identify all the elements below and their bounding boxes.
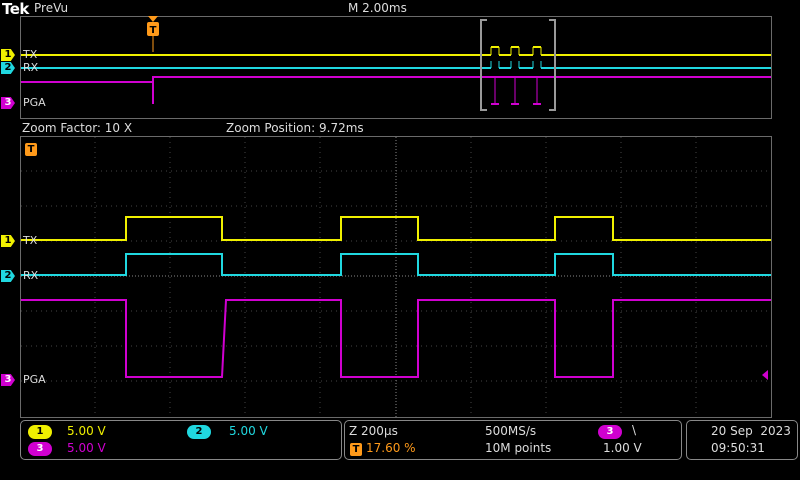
overview-ch2-marker[interactable]: 2 bbox=[1, 62, 15, 74]
overview-waveform-panel[interactable] bbox=[20, 16, 772, 119]
zoom-pga-trace bbox=[21, 299, 771, 378]
ch2-scale-badge[interactable]: 2 bbox=[187, 425, 211, 439]
overview-pga-trace bbox=[21, 76, 771, 104]
overview-ch3-marker[interactable]: 3 bbox=[1, 97, 15, 109]
overview-ch1-marker[interactable]: 1 bbox=[1, 49, 15, 61]
date: 20 Sep 2023 bbox=[711, 424, 791, 438]
brand-logo: Tek bbox=[2, 0, 29, 18]
trigger-level: 1.00 V bbox=[603, 441, 642, 455]
zoom-ch3-marker[interactable]: 3 bbox=[1, 374, 15, 386]
trigger-position: 17.60 % bbox=[366, 441, 416, 455]
svg-text:T: T bbox=[150, 25, 157, 36]
zoom-ch2-marker[interactable]: 2 bbox=[1, 270, 15, 282]
horizontal-trigger-box[interactable]: Z 200µs T 17.60 % 500MS/s 10M points 3 \… bbox=[344, 420, 682, 460]
overview-ch1-name: TX bbox=[23, 48, 38, 61]
zoom-trigger-marker[interactable]: T bbox=[25, 143, 37, 156]
zoom-window-bracket[interactable] bbox=[480, 19, 556, 111]
overview-trigger-marker[interactable]: T bbox=[147, 16, 159, 52]
zoom-ch2-name: RX bbox=[23, 269, 39, 282]
ch1-scale: 5.00 V bbox=[67, 424, 106, 438]
ch3-scale-badge[interactable]: 3 bbox=[28, 442, 52, 456]
zoom-timebase: Z 200µs bbox=[349, 424, 398, 438]
datetime-box[interactable]: 20 Sep 2023 09:50:31 bbox=[686, 420, 798, 460]
zoom-rx-trace bbox=[21, 253, 771, 276]
main-timebase[interactable]: M 2.00ms bbox=[348, 1, 407, 15]
ch3-scale: 5.00 V bbox=[67, 441, 106, 455]
ch1-scale-badge[interactable]: 1 bbox=[28, 425, 52, 439]
overview-ch3-name: PGA bbox=[23, 96, 46, 109]
zoom-factor: Zoom Factor: 10 X bbox=[22, 121, 133, 135]
channel-scales-box[interactable]: 1 5.00 V 2 5.00 V 3 5.00 V bbox=[20, 420, 342, 460]
zoom-waveform-panel[interactable] bbox=[20, 136, 772, 418]
zoom-position: Zoom Position: 9.72ms bbox=[226, 121, 364, 135]
trigger-level-marker bbox=[762, 370, 768, 380]
zoom-ch1-name: TX bbox=[23, 234, 38, 247]
ch2-scale: 5.00 V bbox=[229, 424, 268, 438]
time: 09:50:31 bbox=[711, 441, 765, 455]
trigger-position-icon: T bbox=[350, 443, 362, 456]
zoom-ch1-marker[interactable]: 1 bbox=[1, 235, 15, 247]
overview-ch2-name: RX bbox=[23, 61, 39, 74]
zoom-ch3-name: PGA bbox=[23, 373, 46, 386]
sample-rate: 500MS/s bbox=[485, 424, 537, 438]
trigger-source-badge[interactable]: 3 bbox=[598, 425, 622, 439]
acquisition-mode: PreVu bbox=[34, 1, 69, 15]
trigger-slope-icon: \ bbox=[632, 423, 637, 437]
zoom-tx-trace bbox=[21, 216, 771, 241]
record-length: 10M points bbox=[485, 441, 552, 455]
